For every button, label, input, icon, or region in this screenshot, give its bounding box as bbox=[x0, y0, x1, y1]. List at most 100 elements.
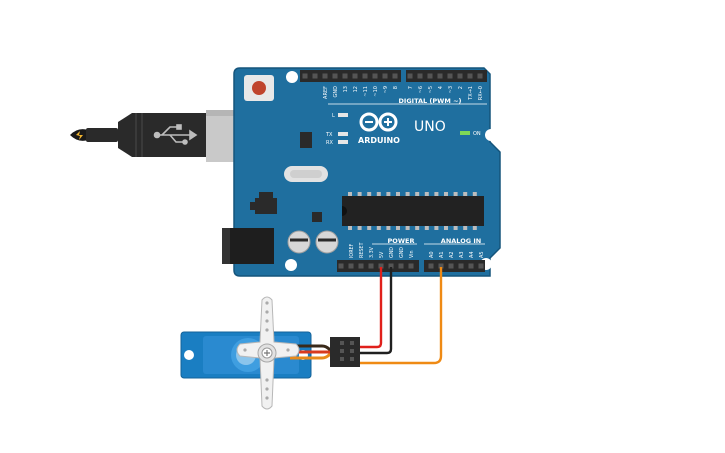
wire-gnd-to-servo-ground[interactable] bbox=[360, 267, 393, 355]
digital-pin-label: GND bbox=[333, 86, 339, 98]
header-pin-hole[interactable] bbox=[447, 73, 453, 79]
servo-motor[interactable] bbox=[180, 296, 360, 410]
header-pin-hole[interactable] bbox=[358, 263, 364, 269]
reset-button[interactable] bbox=[244, 75, 274, 101]
analog-pin-label: A1 bbox=[439, 251, 445, 258]
power-pin-label: IOREF bbox=[349, 243, 355, 258]
brand-label: ARDUINO bbox=[358, 136, 400, 145]
digital-header-label: DIGITAL (PWM ~) bbox=[399, 97, 462, 105]
header-pin-hole[interactable] bbox=[302, 73, 308, 79]
arduino-logo bbox=[359, 112, 398, 132]
header-pin-hole[interactable] bbox=[428, 263, 434, 269]
digital-pin-label: RX←0 bbox=[478, 86, 484, 100]
header-pin-hole[interactable] bbox=[448, 263, 454, 269]
header-pin-hole[interactable] bbox=[467, 73, 473, 79]
header-pin-hole[interactable] bbox=[378, 263, 384, 269]
power-pin-label: RESET bbox=[359, 243, 365, 258]
header-pin-hole[interactable] bbox=[342, 73, 348, 79]
power-led bbox=[460, 131, 470, 135]
power-pin-label: GND bbox=[389, 247, 395, 258]
atmega-microcontroller bbox=[342, 192, 484, 230]
capacitor bbox=[315, 230, 339, 254]
header-pin-hole[interactable] bbox=[362, 73, 368, 79]
header-pin-hole[interactable] bbox=[322, 73, 328, 79]
digital-pin-label: ~5 bbox=[428, 86, 434, 93]
analog-pin-label: A5 bbox=[479, 251, 485, 258]
header-pin-hole[interactable] bbox=[438, 263, 444, 269]
header-pin-hole[interactable] bbox=[437, 73, 443, 79]
header-pin-hole[interactable] bbox=[352, 73, 358, 79]
header-pin-hole[interactable] bbox=[368, 263, 374, 269]
dc-barrel-jack[interactable] bbox=[222, 228, 274, 264]
digital-pin-label: 13 bbox=[343, 86, 349, 92]
header-pin-hole[interactable] bbox=[458, 263, 464, 269]
led-tx bbox=[338, 132, 348, 136]
led-l bbox=[338, 113, 348, 117]
analog-label: ANALOG IN bbox=[441, 237, 481, 245]
power-pin-label: GND bbox=[399, 247, 405, 258]
small-ic bbox=[312, 212, 322, 222]
usb-interface-chip bbox=[300, 132, 312, 148]
mounting-hole bbox=[286, 71, 298, 83]
power-label: POWER bbox=[388, 237, 415, 245]
digital-pin-label: ~9 bbox=[383, 86, 389, 93]
header-pin-hole[interactable] bbox=[372, 73, 378, 79]
on-label: ON bbox=[473, 131, 481, 137]
header-pin-hole[interactable] bbox=[388, 263, 394, 269]
crystal-oscillator bbox=[284, 166, 328, 182]
led-rx-label: RX bbox=[326, 140, 333, 146]
header-pin-hole[interactable] bbox=[332, 73, 338, 79]
digital-pin-label: 8 bbox=[393, 86, 399, 89]
power-pin-label: 3.3V bbox=[369, 246, 375, 258]
analog-pin-labels: A0 A1 A2 A3 A4 A5 bbox=[429, 251, 485, 258]
header-pin-hole[interactable] bbox=[457, 73, 463, 79]
servo-connector[interactable] bbox=[330, 337, 360, 367]
digital-pin-label: ~11 bbox=[363, 86, 369, 97]
power-pin-labels: IOREF RESET 3.3V 5V GND GND Vin bbox=[349, 243, 415, 258]
header-pin-hole[interactable] bbox=[407, 73, 413, 79]
voltage-regulator bbox=[250, 192, 277, 214]
wires[interactable] bbox=[360, 267, 443, 365]
digital-pin-label: 12 bbox=[353, 86, 359, 92]
servo-mount-hole bbox=[184, 350, 194, 360]
analog-pin-label: A2 bbox=[449, 251, 455, 258]
analog-pin-label: A4 bbox=[469, 251, 475, 258]
header-pin-hole[interactable] bbox=[477, 73, 483, 79]
led-l-label: L bbox=[332, 113, 335, 119]
header-pin-hole[interactable] bbox=[312, 73, 318, 79]
servo-horn[interactable] bbox=[236, 296, 300, 410]
digital-header[interactable] bbox=[300, 70, 487, 82]
header-pin-hole[interactable] bbox=[408, 263, 414, 269]
digital-pin-label: 7 bbox=[408, 86, 414, 89]
analog-pin-label: A0 bbox=[429, 251, 435, 258]
header-pin-hole[interactable] bbox=[382, 73, 388, 79]
analog-pin-label: A3 bbox=[459, 251, 465, 258]
wire-5v-to-servo-power[interactable] bbox=[360, 267, 383, 349]
screw-icon bbox=[264, 350, 270, 356]
capacitor bbox=[287, 230, 311, 254]
header-pin-hole[interactable] bbox=[398, 263, 404, 269]
led-rx bbox=[338, 140, 348, 144]
header-pin-hole[interactable] bbox=[417, 73, 423, 79]
lightning-icon bbox=[76, 131, 83, 140]
mounting-hole bbox=[285, 259, 297, 271]
digital-pin-label: 4 bbox=[438, 86, 444, 89]
wire-a1-to-servo-signal[interactable] bbox=[360, 267, 443, 365]
header-pin-hole[interactable] bbox=[348, 263, 354, 269]
header-pin-hole[interactable] bbox=[468, 263, 474, 269]
header-pin-hole[interactable] bbox=[392, 73, 398, 79]
digital-pin-label: 2 bbox=[458, 86, 464, 89]
power-pin-label: 5V bbox=[379, 251, 385, 258]
analog-header[interactable] bbox=[424, 260, 485, 272]
digital-pin-label: ~3 bbox=[448, 86, 454, 93]
power-pin-label: Vin bbox=[409, 250, 415, 258]
header-pin-hole[interactable] bbox=[427, 73, 433, 79]
header-pin-hole[interactable] bbox=[478, 263, 484, 269]
power-header[interactable] bbox=[337, 260, 419, 272]
header-pin-hole[interactable] bbox=[338, 263, 344, 269]
mounting-hole bbox=[485, 129, 497, 141]
led-tx-label: TX bbox=[325, 132, 333, 138]
